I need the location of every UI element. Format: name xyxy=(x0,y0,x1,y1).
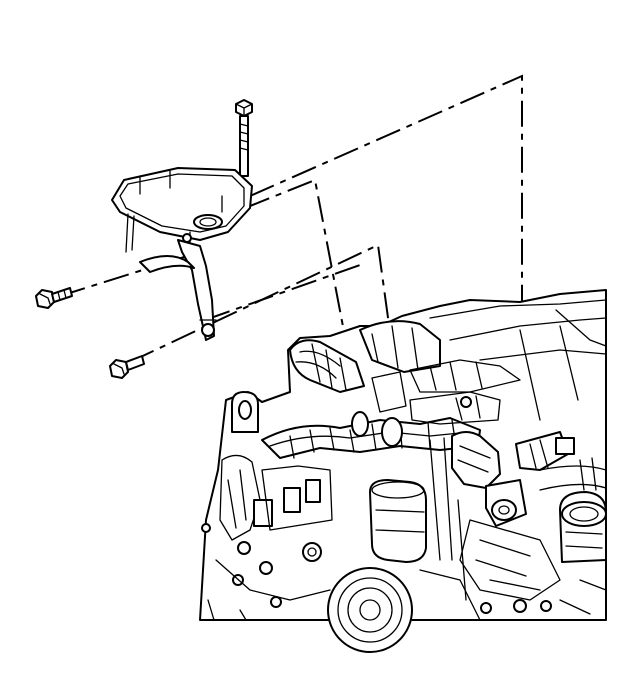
leader-lines xyxy=(59,74,523,516)
bracket xyxy=(111,167,253,341)
leader-line-left-bolt xyxy=(59,251,201,297)
left-bolt xyxy=(35,287,73,309)
top-bolt xyxy=(235,99,253,177)
lower-left-bolt xyxy=(109,355,145,379)
engine-assembly xyxy=(199,289,607,653)
leader-line-lower-right xyxy=(204,264,361,321)
leader-line-top xyxy=(249,74,523,410)
leader-line-middle xyxy=(244,178,396,516)
